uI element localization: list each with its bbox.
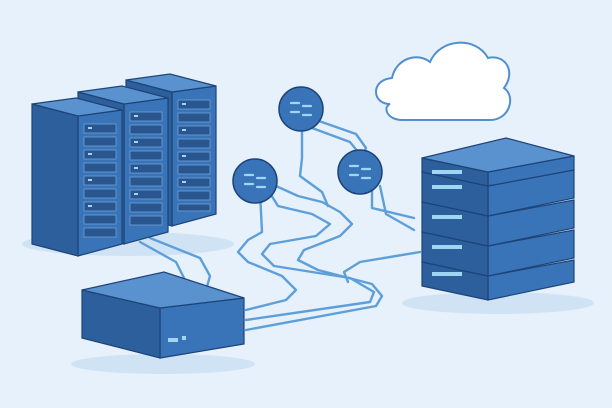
cable-router-to-storage-2 <box>378 184 416 232</box>
network-cables <box>138 118 422 332</box>
cable-storage-to-switch <box>342 250 422 284</box>
storage-stack <box>421 137 575 301</box>
server-rack-left <box>31 97 123 257</box>
storage-unit-top <box>421 137 575 187</box>
cable-router-to-storage <box>370 186 416 220</box>
cable-rack-to-switch <box>148 236 212 292</box>
router-icon <box>232 158 278 204</box>
storage-unit <box>421 259 575 301</box>
cloud-icon <box>375 41 512 121</box>
cable-rack-to-switch-2 <box>138 240 188 284</box>
network-switch <box>81 271 245 359</box>
router-icon <box>337 149 383 195</box>
router-icon <box>278 86 324 132</box>
